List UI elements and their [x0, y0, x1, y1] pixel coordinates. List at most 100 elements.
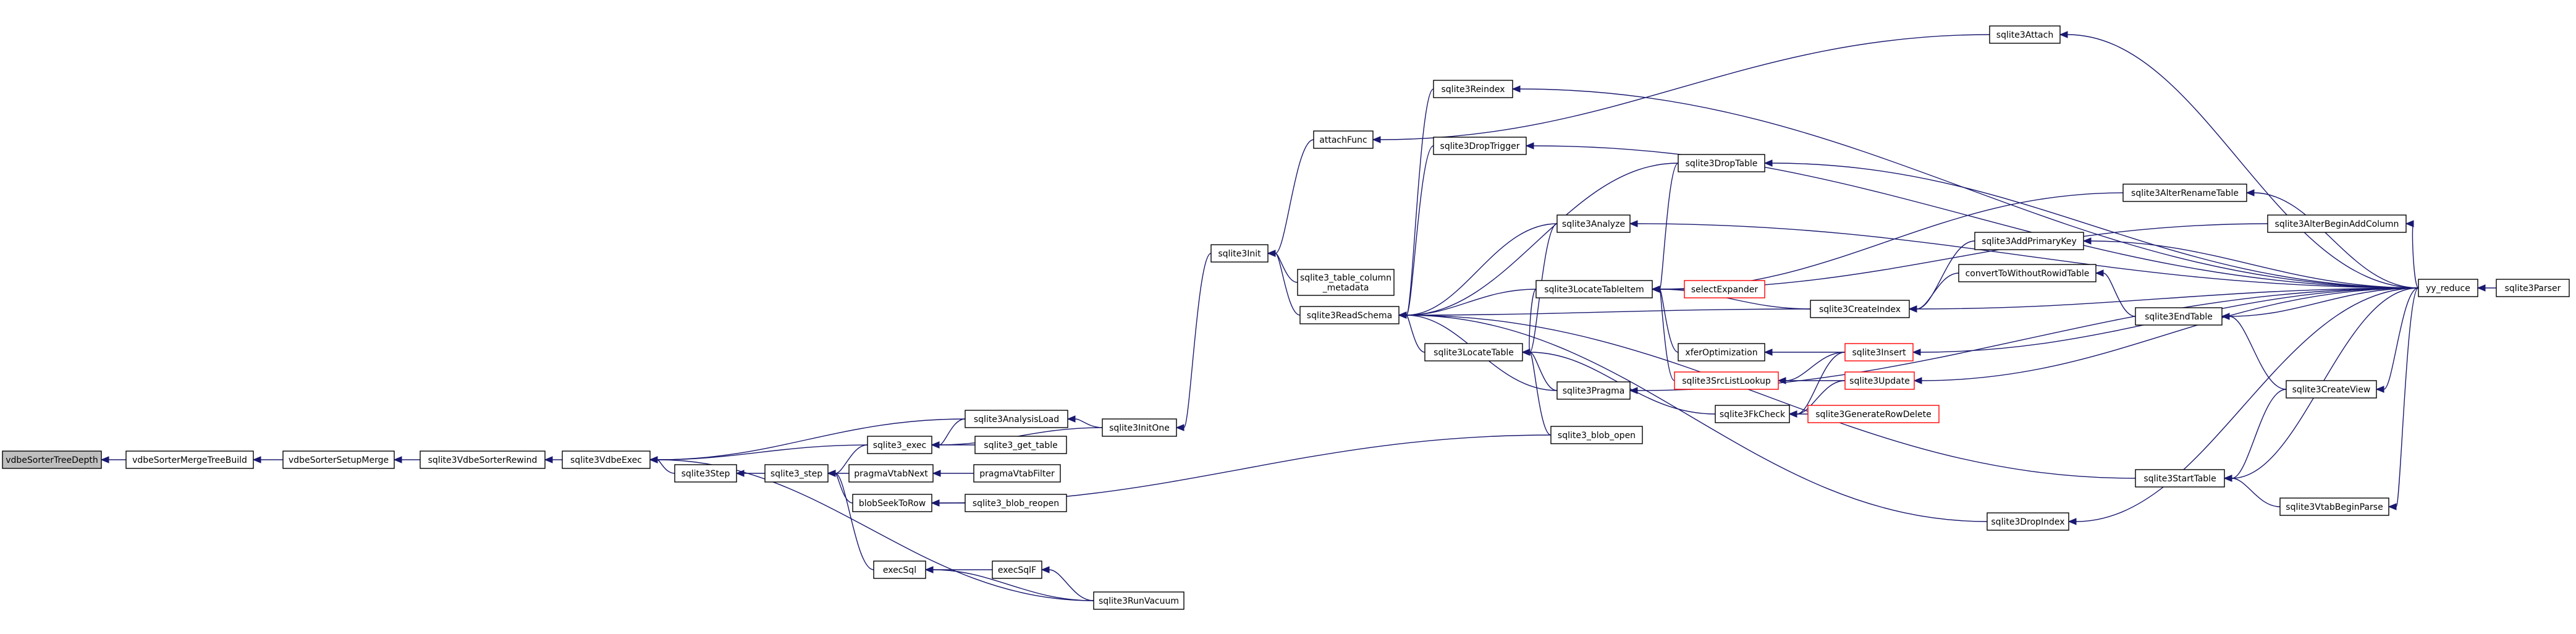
function-node-sqlite3analyze[interactable]: sqlite3Analyze [1556, 214, 1631, 233]
edge-line [2229, 287, 2419, 317]
node-box [1433, 137, 1527, 155]
edge-line [1406, 145, 1434, 316]
function-node-sqlite3dropindex[interactable]: sqlite3DropIndex [1987, 512, 2069, 531]
node-box [2122, 184, 2247, 202]
function-node-sqlite3droptable[interactable]: sqlite3DropTable [1678, 154, 1765, 172]
function-node-sqlite3initone[interactable]: sqlite3InitOne [1102, 418, 1177, 437]
function-node-converttowithoutrowidtable[interactable]: convertToWithoutRowidTable [1958, 264, 2097, 282]
function-node-vdbesortersetupmerge[interactable]: vdbeSorterSetupMerge [282, 450, 395, 469]
function-node-xferoptimization[interactable]: xferOptimization [1678, 343, 1765, 361]
edge-line [2396, 287, 2419, 507]
function-node-sqlite3-blob-reopen[interactable]: sqlite3_blob_reopen [965, 494, 1067, 512]
function-node-sqlite3addprimarykey[interactable]: sqlite3AddPrimaryKey [1974, 232, 2084, 250]
edge-line [2231, 478, 2281, 507]
edge-line [835, 473, 853, 504]
function-node-sqlite3step[interactable]: sqlite3Step [674, 464, 737, 483]
node-box [1433, 80, 1513, 98]
node-box [1313, 130, 1374, 149]
node-box [1987, 512, 2069, 531]
function-node-sqlite3alterbeginaddcolumn[interactable]: sqlite3AlterBeginAddColumn [2267, 214, 2407, 233]
function-node-sqlite3-blob-open[interactable]: sqlite3_blob_open [1550, 426, 1643, 444]
function-node-pragmavtabnext[interactable]: pragmaVtabNext [848, 464, 934, 483]
call-edge [1913, 287, 2419, 384]
edge-line [1659, 163, 1679, 290]
function-node-sqlite3-get-table[interactable]: sqlite3_get_table [974, 436, 1067, 454]
edge-line [657, 444, 868, 460]
function-node-sqlite3createview[interactable]: sqlite3CreateView [2286, 380, 2377, 399]
call-edge [1398, 223, 1558, 319]
function-node-sqlite3createindex[interactable]: sqlite3CreateIndex [1810, 300, 1910, 318]
edge-line [657, 418, 966, 460]
function-node-sqlite3parser[interactable]: sqlite3Parser [2496, 279, 2570, 297]
arrowhead [931, 499, 940, 507]
function-node-sqlite3update[interactable]: sqlite3Update [1844, 371, 1915, 390]
edge-line [1275, 253, 1301, 316]
function-node-sqlite3attach[interactable]: sqlite3Attach [1989, 25, 2061, 44]
function-node-sqlite3droptrigger[interactable]: sqlite3DropTrigger [1433, 137, 1527, 155]
edge-line [657, 459, 675, 474]
node-label: sqlite3GenerateRowDelete [1815, 410, 1931, 420]
node-label: sqlite3_blob_reopen [973, 499, 1059, 509]
function-node-sqlite3init[interactable]: sqlite3Init [1210, 244, 1269, 263]
function-node-sqlite3vdbeexec[interactable]: sqlite3VdbeExec [562, 450, 651, 469]
node-label: sqlite3AnalysisLoad [974, 415, 1059, 425]
function-node-yy-reduce[interactable]: yy_reduce [2418, 279, 2478, 297]
function-node-sqlite3srclistlookup[interactable]: sqlite3SrcListLookup [1674, 371, 1779, 390]
node-box [2135, 469, 2225, 488]
function-node-sqlite3readschema[interactable]: sqlite3ReadSchema [1299, 306, 1400, 324]
node-box [2418, 279, 2478, 297]
call-edge [1398, 88, 1434, 319]
function-node-blobseektorow[interactable]: blobSeekToRow [852, 494, 932, 512]
function-node-sqlite3fkcheck[interactable]: sqlite3FkCheck [1715, 405, 1790, 423]
function-node-sqlite3reindex[interactable]: sqlite3Reindex [1433, 80, 1513, 98]
function-node-sqlite3vtabbeginparse[interactable]: sqlite3VtabBeginParse [2279, 497, 2389, 516]
node-box [1299, 306, 1400, 324]
node-label: sqlite3Attach [1996, 30, 2053, 40]
function-node-selectexpander[interactable]: selectExpander [1684, 280, 1765, 298]
function-node-execsql[interactable]: execSql [873, 560, 926, 579]
edge-line [1659, 289, 1675, 381]
edge-line [932, 569, 1094, 601]
node-label: sqlite3_get_table [984, 441, 1057, 450]
function-node-sqlite3vdbesorterrewind[interactable]: sqlite3VdbeSorterRewind [420, 450, 546, 469]
function-node-execsqlf[interactable]: execSqlF [992, 560, 1042, 579]
function-node-vdbesortermergetreebuild[interactable]: vdbeSorterMergeTreeBuild [125, 450, 254, 469]
function-node-sqlite3starttable[interactable]: sqlite3StartTable [2135, 469, 2225, 488]
arrowhead [1651, 285, 1660, 293]
arrowhead [2245, 189, 2255, 197]
function-node-vdbesortertreedepth[interactable]: vdbeSorterTreeDepth [2, 450, 102, 469]
node-box [282, 450, 395, 469]
node-label: sqlite3SrcListLookup [1682, 376, 1771, 386]
node-label: convertToWithoutRowidTable [1966, 269, 2090, 279]
call-edge [2059, 31, 2419, 289]
function-node-pragmavtabfilter[interactable]: pragmaVtabFilter [973, 464, 1061, 483]
function-node-sqlite3endtable[interactable]: sqlite3EndTable [2135, 307, 2223, 326]
node-label: sqlite3_exec [873, 441, 927, 450]
node-box [867, 436, 932, 454]
function-node-sqlite3locatetable[interactable]: sqlite3LocateTable [1424, 343, 1523, 361]
function-node-sqlite3-exec[interactable]: sqlite3_exec [867, 436, 932, 454]
function-node-sqlite3generaterowdelete[interactable]: sqlite3GenerateRowDelete [1807, 405, 1940, 423]
function-node-sqlite3-step[interactable]: sqlite3_step [764, 464, 829, 483]
node-box [1674, 371, 1779, 390]
edge-line [1785, 352, 1846, 381]
function-node-sqlite3insert[interactable]: sqlite3Insert [1844, 343, 1914, 361]
function-node-sqlite3alterrenametable[interactable]: sqlite3AlterRenameTable [2122, 184, 2247, 202]
node-box [852, 494, 932, 512]
edge-line [1921, 287, 2419, 381]
node-box [1844, 371, 1915, 390]
function-node-sqlite3locatetableitem[interactable]: sqlite3LocateTableItem [1535, 280, 1653, 298]
function-node-sqlite3-table-column-metadata[interactable]: sqlite3_table_column_metadata [1297, 269, 1395, 296]
node-label: xferOptimization [1685, 348, 1757, 358]
function-node-attachfunc[interactable]: attachFunc [1313, 130, 1374, 149]
arrowhead [393, 456, 402, 463]
call-edge [2221, 313, 2287, 390]
function-node-sqlite3runvacuum[interactable]: sqlite3RunVacuum [1093, 591, 1185, 610]
function-node-sqlite3pragma[interactable]: sqlite3Pragma [1556, 381, 1631, 400]
function-node-sqlite3analysisload[interactable]: sqlite3AnalysisLoad [965, 410, 1068, 428]
call-edge [1521, 349, 1558, 391]
call-edge [2477, 284, 2496, 292]
node-label: vdbeSorterSetupMerge [289, 455, 389, 465]
edge-line [1529, 289, 1537, 353]
arrowhead [100, 456, 109, 463]
